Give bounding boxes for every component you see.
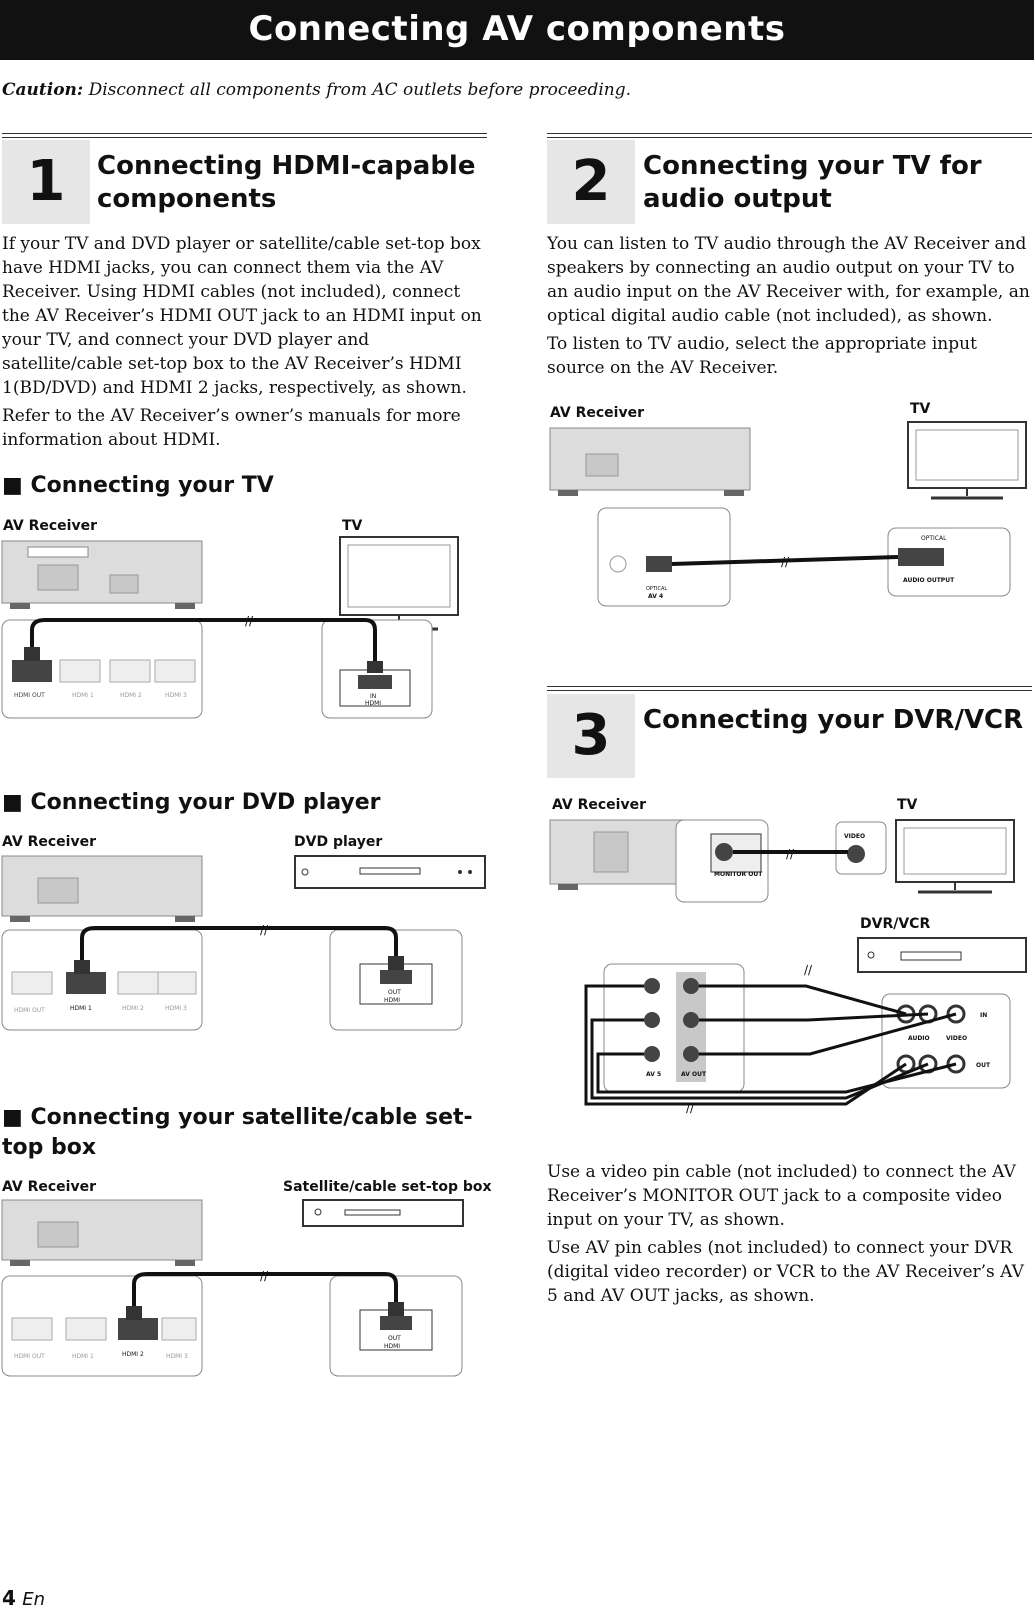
jack-av-out: AV OUT	[681, 1071, 707, 1078]
section2-number: 2	[547, 140, 635, 224]
section1-para2: Refer to the AV Receiver’s owner’s manua…	[2, 406, 461, 450]
dvr-diagram-tv-label: TV	[897, 797, 918, 813]
sat-diagram-receiver-label: AV Receiver	[2, 1179, 96, 1195]
section2-rule	[547, 133, 1032, 138]
section2-title: Connecting your TV for audio output	[643, 151, 982, 214]
jack-hdmi-1: HDMI 1	[72, 1353, 94, 1360]
tv-screen	[339, 536, 459, 616]
avout-cable-2	[699, 1012, 929, 1022]
sat-diagram-box-label: Satellite/cable set-top box	[283, 1179, 492, 1195]
subsection-sat-heading: ■ Connecting your satellite/cable set-to…	[2, 1105, 473, 1160]
page-footer: 4 En	[2, 1586, 45, 1610]
page-title: Connecting AV components	[248, 9, 786, 49]
jack-hdmi-2: HDMI 2	[122, 1005, 144, 1012]
svg-text://: //	[786, 847, 795, 861]
subsection-dvd-heading: ■ Connecting your DVD player	[2, 790, 381, 815]
receiver-jack-av4: AV 4	[648, 593, 663, 600]
page-number: 4	[2, 1586, 16, 1610]
svg-text://: //	[686, 1101, 695, 1115]
avout-cable-1	[699, 984, 907, 1016]
receiver-body	[549, 427, 751, 491]
section3-para1: Use a video pin cable (not included) to …	[547, 1162, 1016, 1230]
section2-para1: You can listen to TV audio through the A…	[547, 234, 1030, 326]
tv-diagram-tv-label: TV	[342, 518, 363, 534]
receiver-body	[1, 855, 203, 917]
svg-text://: //	[260, 1269, 269, 1283]
hdmi-cable	[30, 618, 377, 673]
tv-diagram-receiver-label: AV Receiver	[3, 518, 97, 534]
receiver-av-zoom	[603, 963, 745, 1093]
dvd-diagram-player-label: DVD player	[294, 834, 383, 850]
section3-rule	[547, 686, 1032, 691]
svg-text://: //	[245, 614, 254, 628]
audio-diagram-tv-label: TV	[910, 401, 931, 417]
svg-text://: //	[781, 555, 790, 569]
receiver-body	[1, 1199, 203, 1261]
jack-hdmi-1: HDMI 1	[72, 692, 94, 699]
subsection-sat-title: Connecting your satellite/cable set-top …	[2, 1105, 473, 1160]
subsection-dvd-title: Connecting your DVD player	[30, 790, 381, 815]
tv-jack-in: IN	[370, 693, 376, 700]
tv-hdmi-diagram: HDMI OUT HDMI 1 HDMI 2 HDMI 3 IN HDMI //	[1, 536, 459, 719]
dvd-jack-out: OUT	[388, 989, 401, 996]
page-banner: Connecting AV components	[0, 0, 1034, 60]
tv-jack-hdmi: HDMI	[365, 700, 381, 707]
dvd-diagram-receiver-label: AV Receiver	[2, 834, 96, 850]
receiver-jack-optical: OPTICAL	[646, 586, 667, 592]
section3-para2: Use AV pin cables (not included) to conn…	[547, 1238, 1024, 1306]
dvr-jack-video: VIDEO	[946, 1035, 967, 1042]
subsection-tv-title: Connecting your TV	[30, 473, 274, 498]
section3-title: Connecting your DVR/VCR	[643, 705, 1024, 735]
dvr-diagram-dvr-label: DVR/VCR	[860, 916, 931, 932]
section3-number: 3	[547, 694, 635, 778]
jack-hdmi-out: HDMI OUT	[14, 1353, 45, 1360]
jack-hdmi-3: HDMI 3	[165, 1005, 187, 1012]
dvr-diagram-receiver-label: AV Receiver	[552, 797, 646, 813]
section1-para1: If your TV and DVD player or satellite/c…	[2, 234, 482, 398]
dvr-jack-out: OUT	[976, 1062, 991, 1069]
settop-jack-out: OUT	[388, 1335, 401, 1342]
subsection-tv-heading: ■ Connecting your TV	[2, 473, 274, 498]
tv-jack-video: VIDEO	[844, 833, 865, 840]
hdmi-cable	[80, 926, 398, 970]
jack-monitor-out: MONITOR OUT	[714, 871, 763, 878]
dvr-vcr-diagram: MONITOR OUT VIDEO // AV 5 AV OUT IN AUDI…	[549, 819, 1027, 1115]
svg-text://: //	[260, 923, 269, 937]
tv-screen	[895, 819, 1015, 883]
tv-zoom	[887, 527, 1011, 597]
dvd-hdmi-diagram: HDMI OUT HDMI 1 HDMI 2 HDMI 3 OUT HDMI /…	[1, 855, 486, 1031]
section2-para2: To listen to TV audio, select the approp…	[547, 334, 977, 378]
section1-title: Connecting HDMI-capable components	[97, 151, 476, 214]
av-cable-video	[596, 1052, 957, 1094]
settop-jack-hdmi: HDMI	[384, 1343, 400, 1350]
jack-hdmi-1: HDMI 1	[70, 1005, 92, 1012]
optical-cable	[671, 555, 899, 566]
jack-hdmi-3: HDMI 3	[166, 1353, 188, 1360]
tv-jack-audio-output: AUDIO OUTPUT	[903, 577, 955, 584]
tv-jack-optical: OPTICAL	[921, 535, 947, 542]
caution-note: Caution: Disconnect all components from …	[2, 80, 631, 100]
jack-hdmi-2: HDMI 2	[120, 692, 142, 699]
section1-number: 1	[2, 140, 90, 224]
avout-cable-3	[699, 1012, 957, 1056]
page-lang: En	[22, 1589, 46, 1610]
caution-label: Caution:	[2, 80, 84, 100]
jack-hdmi-2: HDMI 2	[122, 1351, 144, 1358]
tv-screen	[907, 421, 1027, 489]
jack-hdmi-out: HDMI OUT	[14, 1007, 45, 1014]
hdmi-cable	[132, 1272, 398, 1316]
dvr-jack-in: IN	[980, 1012, 987, 1019]
sat-hdmi-diagram: HDMI OUT HDMI 1 HDMI 2 HDMI 3 OUT HDMI /…	[1, 1199, 464, 1377]
svg-text://: //	[804, 963, 813, 977]
av-cable-audio-r	[590, 1018, 929, 1100]
dvr-jack-audio: AUDIO	[908, 1035, 930, 1042]
caution-text: Disconnect all components from AC outlet…	[88, 80, 632, 100]
jack-av5: AV 5	[646, 1071, 661, 1078]
dvd-jack-hdmi: HDMI	[384, 997, 400, 1004]
section1-rule	[2, 133, 487, 138]
jack-hdmi-3: HDMI 3	[165, 692, 187, 699]
jack-hdmi-out: HDMI OUT	[14, 692, 45, 699]
optical-audio-diagram: OPTICAL AV 4 OPTICAL AUDIO OUTPUT //	[549, 421, 1027, 607]
audio-diagram-receiver-label: AV Receiver	[550, 405, 644, 421]
